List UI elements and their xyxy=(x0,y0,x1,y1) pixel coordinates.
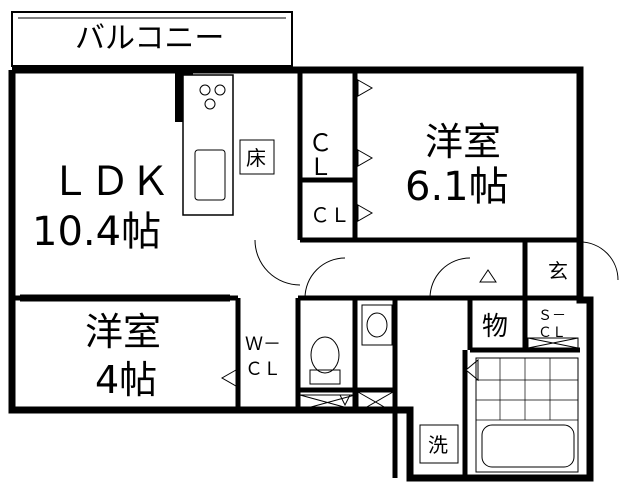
closet-doors xyxy=(220,79,497,407)
floor-storage-box xyxy=(239,139,275,175)
kitchen-sink xyxy=(194,149,226,201)
balcony-label: バルコニー xyxy=(75,21,224,56)
washer-box xyxy=(419,424,459,464)
shoe-closet-label-bottom: ＣＬ xyxy=(538,325,566,341)
washer-label: 洗 xyxy=(428,433,448,457)
walkin-label-bottom: ＣＬ xyxy=(245,359,281,380)
interior-walls xyxy=(12,70,580,478)
wash-basin xyxy=(361,304,393,346)
windows xyxy=(20,66,584,302)
storage-label: 物 xyxy=(482,312,508,342)
western-large-size: 6.1帖 xyxy=(405,164,509,210)
toilet xyxy=(310,336,340,374)
swing-doors xyxy=(254,239,619,299)
bathtub xyxy=(481,424,575,468)
closet-tall-label: ＣＬ xyxy=(304,130,332,178)
bath-tiles xyxy=(476,358,578,421)
western-large-name: 洋室 xyxy=(425,120,501,164)
floor-storage-label: 床 xyxy=(246,146,266,170)
western-small-size: 4帖 xyxy=(95,358,157,402)
walkin-label-top: Ｗ－ xyxy=(245,334,281,355)
closet-small-label: ＣＬ xyxy=(310,203,350,227)
exterior-walls xyxy=(8,66,594,482)
shoe-closet-label-top: Ｓ－ xyxy=(538,308,566,324)
ldk-name: ＬＤＫ xyxy=(50,159,170,205)
ldk-size: 10.4帖 xyxy=(32,209,161,255)
bath-area xyxy=(475,357,579,473)
storage-boxes xyxy=(299,337,579,413)
entrance-label: 玄 xyxy=(548,259,568,283)
western-small-name: 洋室 xyxy=(85,310,161,354)
balcony-outline xyxy=(11,11,293,67)
